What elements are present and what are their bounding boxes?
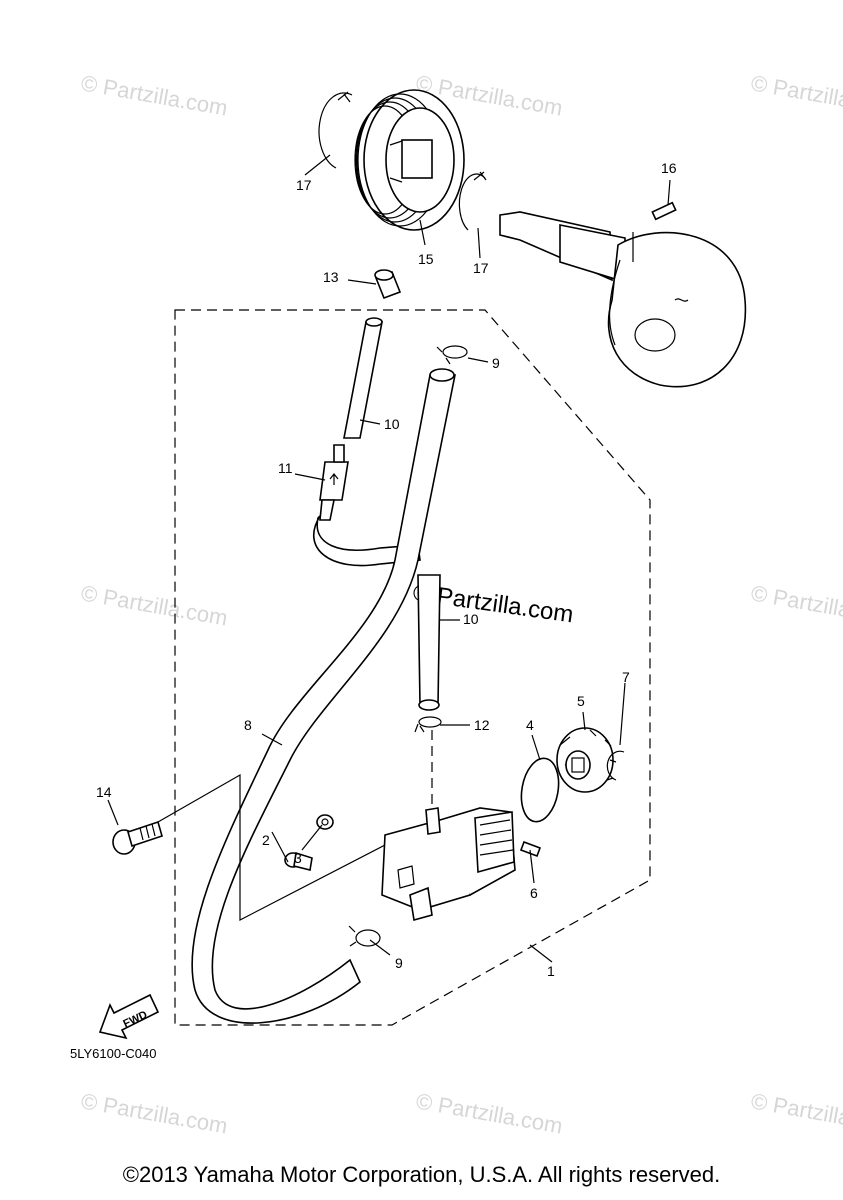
watermark-mid-left: © Partzilla.com <box>79 580 229 630</box>
watermark-bottom-right: © Partzilla.com <box>749 1088 843 1138</box>
oil-pump <box>381 807 516 922</box>
fwd-arrow: FWD <box>98 993 160 1040</box>
washer <box>316 814 334 830</box>
cap <box>374 269 402 300</box>
hose-long <box>191 368 456 1024</box>
callout-2: 2 <box>262 832 270 848</box>
copyright-notice: ©2013 Yamaha Motor Corporation, U.S.A. A… <box>122 1162 721 1187</box>
drive-gear <box>556 727 617 793</box>
fuel-filter <box>319 444 349 521</box>
pin <box>651 201 677 221</box>
circlip-right <box>458 171 487 231</box>
hose-lower <box>417 574 441 711</box>
callout-3: 3 <box>294 850 302 866</box>
bolt-small <box>284 851 313 871</box>
o-ring <box>520 757 560 823</box>
pulley <box>354 89 465 231</box>
hose-clamp-upper <box>436 345 468 365</box>
callout-9-upper: 9 <box>492 355 500 371</box>
watermark-top-right: © Partzilla.com <box>749 70 843 120</box>
watermark-top-left: © Partzilla.com <box>79 70 229 120</box>
impeller-shaft <box>499 211 747 388</box>
callout-5: 5 <box>577 693 585 709</box>
callout-6: 6 <box>530 885 538 901</box>
leader-lines <box>107 154 671 963</box>
callout-7: 7 <box>622 669 630 685</box>
watermark-mid-right: © Partzilla.com <box>749 580 843 630</box>
diagram-code: 5LY6100-C040 <box>70 1046 157 1061</box>
callout-8: 8 <box>244 717 252 733</box>
assembly-boundary <box>174 309 651 1026</box>
hose-clamp-middle <box>414 716 442 812</box>
watermark-bottom-center: © Partzilla.com <box>414 1088 564 1138</box>
callout-11: 11 <box>278 460 293 476</box>
dowel-pin <box>519 840 542 858</box>
callout-16: 16 <box>661 160 677 176</box>
callout-12: 12 <box>474 717 490 733</box>
callout-10-lower: 10 <box>463 611 479 627</box>
watermark-bottom-left: © Partzilla.com <box>79 1088 229 1138</box>
callout-10-upper: 10 <box>384 416 400 432</box>
callout-14: 14 <box>96 784 112 800</box>
callout-17-left: 17 <box>296 177 312 193</box>
bolt-long <box>112 773 386 921</box>
callout-4: 4 <box>526 717 534 733</box>
callout-17-right: 17 <box>473 260 489 276</box>
hose-clamp-lower <box>348 925 381 947</box>
circlip-gear <box>606 750 625 781</box>
hose-filter-connector <box>313 515 421 567</box>
callout-15: 15 <box>418 251 434 267</box>
callout-9-lower: 9 <box>395 955 403 971</box>
circlip-left <box>318 91 353 169</box>
hose-upper <box>343 317 383 439</box>
callout-13: 13 <box>323 269 339 285</box>
callout-1: 1 <box>547 963 555 979</box>
